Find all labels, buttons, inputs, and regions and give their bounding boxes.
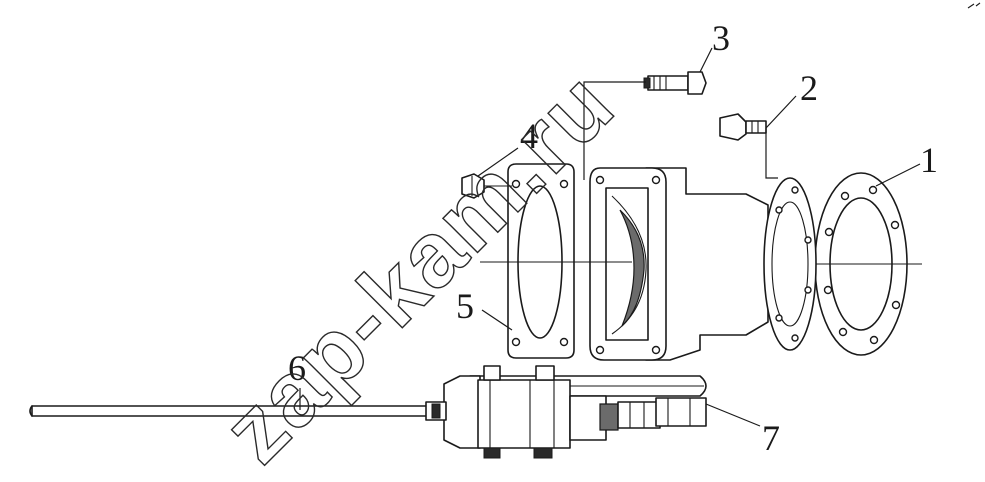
callout-4: 4 (520, 116, 538, 156)
leader-2-b (765, 95, 797, 129)
part-2-bolt (719, 113, 767, 141)
callout-1: 1 (920, 140, 938, 180)
callout-7: 7 (762, 418, 780, 458)
callout-3: 3 (712, 18, 730, 58)
leader-3-b (699, 47, 713, 73)
callout-2: 2 (800, 68, 818, 108)
leader-lines (299, 47, 921, 427)
leader-4 (477, 147, 519, 177)
actuator-cylinder (443, 365, 707, 459)
callout-6: 6 (288, 348, 306, 388)
part-4-nut (461, 173, 512, 199)
leader-1 (875, 163, 921, 187)
leader-5 (481, 309, 513, 331)
part-3-bolt (643, 71, 707, 95)
corner-mark (967, 2, 981, 9)
part-6-air-tube (29, 401, 447, 421)
leader-3-a (583, 81, 646, 180)
callout-5: 5 (456, 286, 474, 326)
leader-2-a (765, 128, 778, 179)
valve-housing (589, 167, 817, 361)
leader-7 (705, 403, 761, 427)
